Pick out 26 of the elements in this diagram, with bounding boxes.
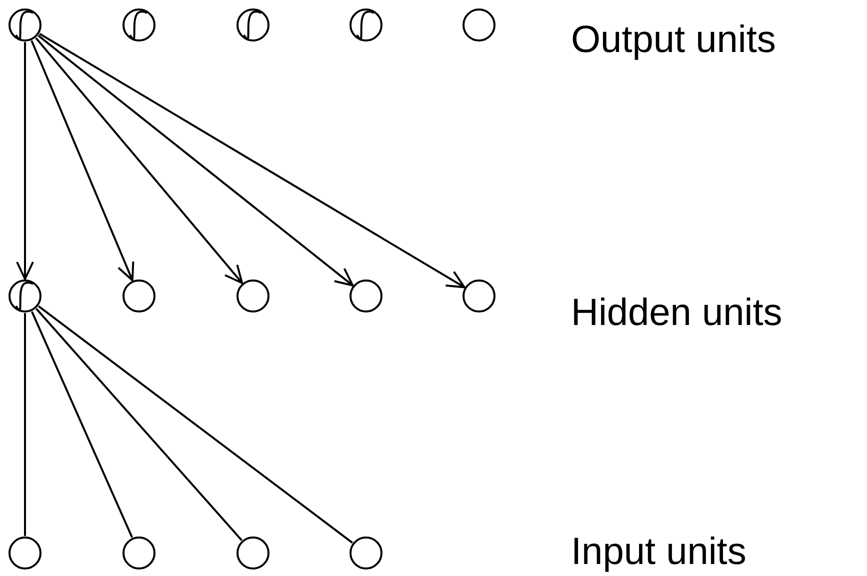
unit-circle	[462, 8, 496, 42]
sigmoid-unit	[122, 8, 156, 42]
unit-circle	[236, 279, 270, 313]
sigmoid-unit	[349, 8, 383, 42]
layer-label: Hidden units	[571, 294, 782, 332]
unit-circle	[122, 279, 156, 313]
sigmoid-unit	[8, 279, 42, 313]
unit-circle	[349, 536, 383, 570]
layer-label: Output units	[571, 21, 776, 59]
unit-circle	[122, 536, 156, 570]
unit-circle	[236, 536, 270, 570]
sigmoid-unit	[8, 8, 42, 42]
connection-line	[30, 311, 134, 538]
arrow	[30, 40, 134, 282]
connection-line	[24, 313, 26, 536]
arrow	[35, 37, 244, 284]
arrow	[38, 34, 354, 286]
arrow	[16, 42, 34, 280]
arrow	[39, 32, 466, 288]
layer-label: Input units	[571, 533, 746, 571]
connection-line	[36, 308, 242, 541]
sigmoid-unit	[236, 8, 270, 42]
connection-line	[38, 305, 354, 544]
unit-circle	[349, 279, 383, 313]
unit-circle	[8, 536, 42, 570]
unit-circle	[462, 279, 496, 313]
